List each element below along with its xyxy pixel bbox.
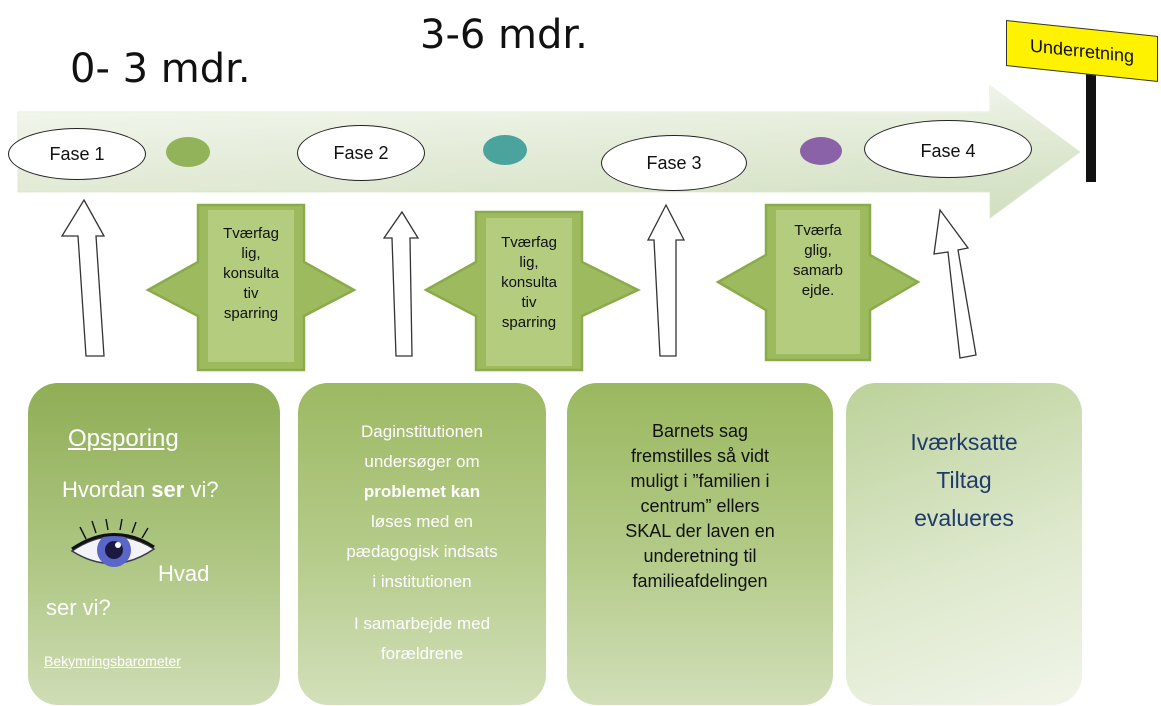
box3-line: familieafdelingen [632, 571, 768, 591]
phase-4-label: Fase 4 [920, 141, 976, 161]
eye-icon [70, 519, 156, 567]
box1-heading: Opsporing [68, 425, 179, 452]
dot-purple [800, 137, 842, 165]
box1-question2b: ser vi? [46, 595, 111, 620]
box3-line: muligt i ”familien i [630, 471, 770, 491]
connector-label-line: tiv [243, 285, 259, 302]
phase-3: Fase 3 [601, 135, 747, 191]
box2-line: i institutionen [372, 572, 472, 591]
period-label-0-3: 0- 3 mdr. [70, 46, 251, 92]
box3-line: fremstilles så vidt [630, 446, 770, 466]
box2-line: pædagogisk indsats [346, 542, 498, 561]
up-arrow-1 [60, 198, 106, 357]
up-arrow-2 [382, 210, 420, 357]
phase-2-label: Fase 2 [333, 142, 389, 163]
box2-line: løses med en [370, 512, 474, 531]
connector-label-line: tiv [521, 294, 537, 311]
phase-3-label: Fase 3 [646, 152, 702, 173]
connector-label-line: lig, [519, 254, 539, 271]
box4-line: Tiltag [936, 467, 992, 493]
box4-line: evalueres [914, 505, 1014, 531]
box3-line: Barnets sag [651, 421, 749, 441]
box4-line: Iværksatte [910, 429, 1018, 455]
flag-pole [1086, 60, 1096, 182]
connector-label-2: Tværfag lig, konsulta tiv sparring [482, 233, 576, 355]
connector-label-line: konsulta [223, 265, 279, 282]
connector-label-line: sparring [223, 305, 279, 322]
dot-green [166, 137, 210, 167]
step-box-familien-i-centrum: Barnets sag fremstilles så vidt muligt i ”… [567, 383, 833, 705]
connector-label-line: ejde. [801, 282, 835, 299]
connector-label-line: sparring [501, 314, 557, 331]
box3-line: SKAL der laven en [625, 521, 775, 541]
step-box-daginstitution: Daginstitutionen undersøger om problemet… [298, 383, 546, 705]
box2-line: I samarbejde med [353, 614, 491, 633]
box2-line: Daginstitutionen [361, 422, 483, 441]
connector-label-1: Tværfag lig, konsulta tiv sparring [204, 224, 298, 324]
phase-2: Fase 2 [297, 125, 425, 181]
period-label-3-6: 3-6 mdr. [420, 12, 588, 58]
step-box-opsporing: Opsporing Hvordan ser vi? Hvad ser vi? B… [28, 383, 280, 705]
box3-line: underetning til [643, 546, 757, 566]
box3-line: centrum” ellers [640, 496, 760, 516]
box2-line: forældrene [380, 644, 464, 663]
box2-line: undersøger om [364, 452, 480, 471]
box1-question1: Hvordan ser vi? [62, 477, 219, 502]
connector-label-line: samarb [792, 262, 844, 279]
connector-label-3: Tværfa glig, samarb ejde. [772, 221, 864, 301]
box2-line-bold: problemet kan [363, 482, 481, 501]
up-arrow-3 [646, 203, 686, 357]
phase-1-label: Fase 1 [49, 143, 105, 164]
connector-label-line: Tværfag [501, 234, 557, 251]
phase-1: Fase 1 [8, 128, 146, 180]
connector-label-line: Tværfa [794, 222, 842, 239]
up-arrow-4 [933, 208, 977, 359]
connector-label-line: Tværfag [223, 225, 279, 242]
connector-label-line: konsulta [501, 274, 557, 291]
connector-label-line: lig, [241, 245, 261, 262]
dot-teal [483, 135, 527, 165]
connector-label-line: glig, [804, 242, 832, 259]
bekymringsbarometer-link[interactable]: Bekymringsbarometer [44, 653, 181, 669]
flag-label: Underretning [1029, 35, 1135, 66]
box1-question2a: Hvad [158, 561, 210, 586]
phase-4: Fase 4 [864, 120, 1032, 178]
